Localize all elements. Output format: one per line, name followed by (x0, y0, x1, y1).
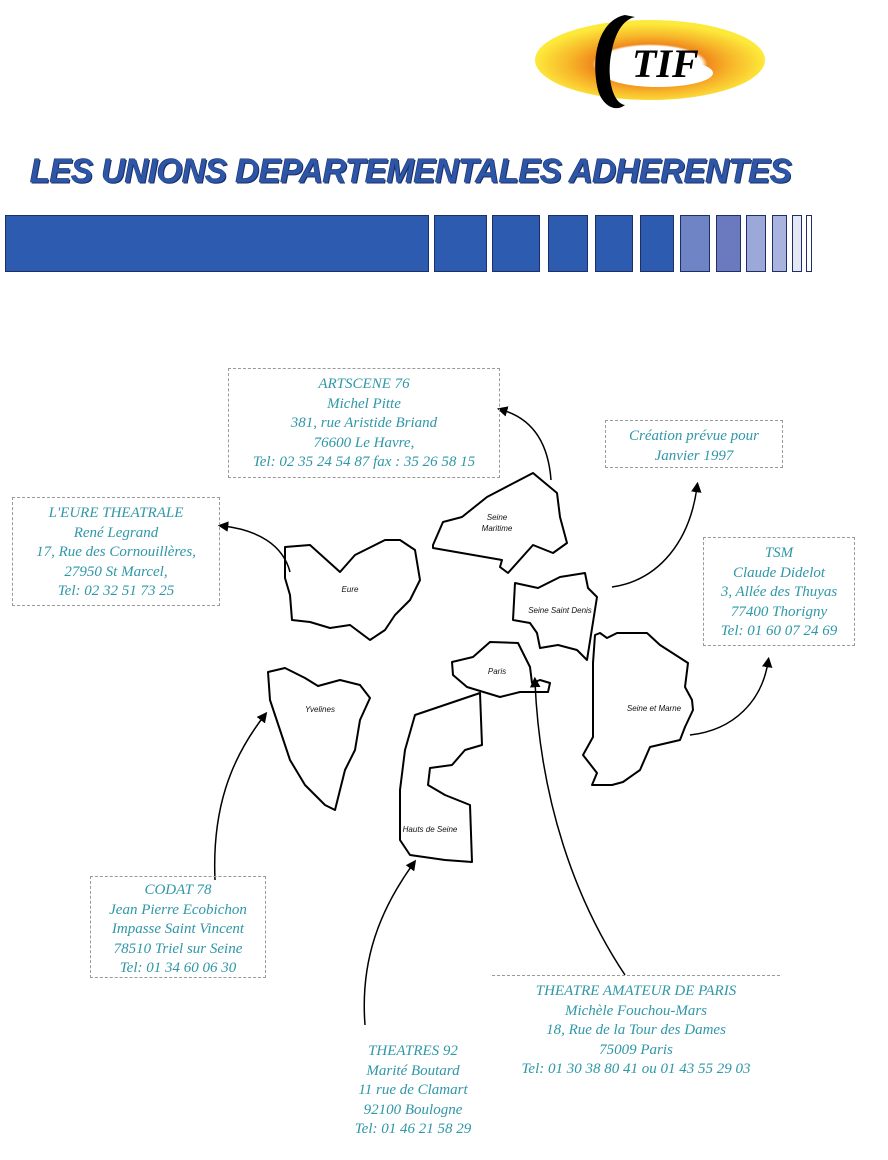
label-eure: Eure (342, 585, 359, 594)
eure-shape (284, 539, 421, 641)
contact-city: 27950 St Marcel, (64, 563, 168, 580)
bar (492, 215, 540, 272)
note-line: Janvier 1997 (654, 447, 734, 464)
arrow-paris-theatre (529, 676, 626, 976)
contact-address: 11 rue de Clamart (358, 1082, 468, 1098)
bar (548, 215, 588, 272)
contact-eure: L'EURE THEATRALE René Legrand 17, Rue de… (12, 497, 220, 606)
contact-name: CODAT 78 (144, 882, 212, 898)
bar (640, 215, 674, 272)
contact-person: Jean Pierre Ecobichon (109, 901, 247, 918)
contact-address: 381, rue Aristide Briand (290, 415, 438, 431)
contact-theatre-amateur-paris: THEATRE AMATEUR DE PARIS Michèle Fouchou… (492, 975, 780, 1080)
label-seine-saint-denis: Seine Saint Denis (528, 606, 592, 615)
arrow-artscene (496, 406, 552, 481)
contact-person: Claude Didelot (732, 564, 826, 581)
label-seine-et-marne: Seine et Marne (627, 704, 682, 713)
label-seine-maritime: Seine (487, 513, 508, 522)
contact-address: 17, Rue des Cornouillères, (36, 544, 196, 560)
seine-et-marne-shape (582, 632, 694, 786)
svg-text:TIF: TIF (632, 41, 699, 86)
contact-person: Michel Pitte (327, 395, 401, 412)
arrow-codat (213, 711, 268, 881)
contact-phone: Tel: 01 60 07 24 69 (720, 623, 838, 639)
contact-name: THEATRE AMATEUR DE PARIS (535, 983, 737, 999)
bar (806, 215, 812, 272)
contact-phone: Tel: 02 35 24 54 87 fax : 35 26 58 15 (252, 454, 476, 470)
hauts-de-seine-shape (399, 692, 483, 863)
contact-phone: Tel: 01 30 38 80 41 ou 01 43 55 29 03 (521, 1061, 751, 1077)
contact-artscene: ARTSCENE 76 Michel Pitte 381, rue Aristi… (228, 368, 500, 478)
ctif-logo: TIF (535, 15, 765, 109)
bar (434, 215, 487, 272)
contact-person: Michèle Fouchou-Mars (564, 1002, 708, 1019)
contact-theatres92: THEATRES 92 Marité Boutard 11 rue de Cla… (323, 1036, 503, 1137)
contact-address: Impasse Saint Vincent (111, 921, 245, 937)
contact-phone: Tel: 01 46 21 58 29 (354, 1121, 472, 1137)
arrow-theatres92 (363, 859, 417, 1026)
label-seine-maritime-2: Maritime (482, 524, 513, 533)
contact-city: 76600 Le Havre, (313, 434, 415, 451)
page-title: LES UNIONS DEPARTEMENTALES ADHERENTES (30, 151, 792, 190)
note-line: Création prévue pour (629, 428, 759, 444)
yvelines-shape (267, 667, 371, 811)
contact-tsm: TSM Claude Didelot 3, Allée des Thuyas 7… (703, 537, 855, 646)
label-yvelines: Yvelines (305, 705, 335, 714)
contact-codat: CODAT 78 Jean Pierre Ecobichon Impasse S… (90, 876, 266, 978)
contact-person: Marité Boutard (366, 1062, 460, 1079)
contact-person: René Legrand (73, 524, 159, 541)
contact-name: L'EURE THEATRALE (48, 505, 184, 521)
arrow-eure (217, 521, 291, 573)
seine-maritime-shape (432, 472, 568, 574)
contact-creation: Création prévue pour Janvier 1997 (605, 420, 783, 468)
label-paris: Paris (488, 667, 506, 676)
contact-name: TSM (764, 545, 794, 561)
contact-name: ARTSCENE 76 (318, 376, 410, 392)
bar (746, 215, 766, 272)
contact-city: 77400 Thorigny (730, 603, 828, 620)
contact-address: 18, Rue de la Tour des Dames (546, 1022, 726, 1038)
bar (792, 215, 802, 272)
bar (772, 215, 787, 272)
contact-name: THEATRES 92 (368, 1043, 458, 1059)
contact-city: 75009 Paris (599, 1041, 673, 1058)
arrow-tsm (689, 656, 773, 736)
bar (595, 215, 633, 272)
seine-saint-denis-shape (512, 572, 598, 661)
contact-city: 78510 Triel sur Seine (113, 940, 243, 957)
contact-city: 92100 Boulogne (363, 1101, 463, 1118)
paris-shape (451, 641, 551, 698)
label-hauts-de-seine: Hauts de Seine (403, 825, 458, 834)
bar (680, 215, 710, 272)
arrow-creation (611, 481, 702, 588)
contact-phone: Tel: 02 32 51 73 25 (57, 583, 175, 599)
bar (716, 215, 741, 272)
contact-phone: Tel: 01 34 60 06 30 (119, 960, 237, 976)
bar (5, 215, 429, 272)
contact-address: 3, Allée des Thuyas (720, 584, 838, 600)
